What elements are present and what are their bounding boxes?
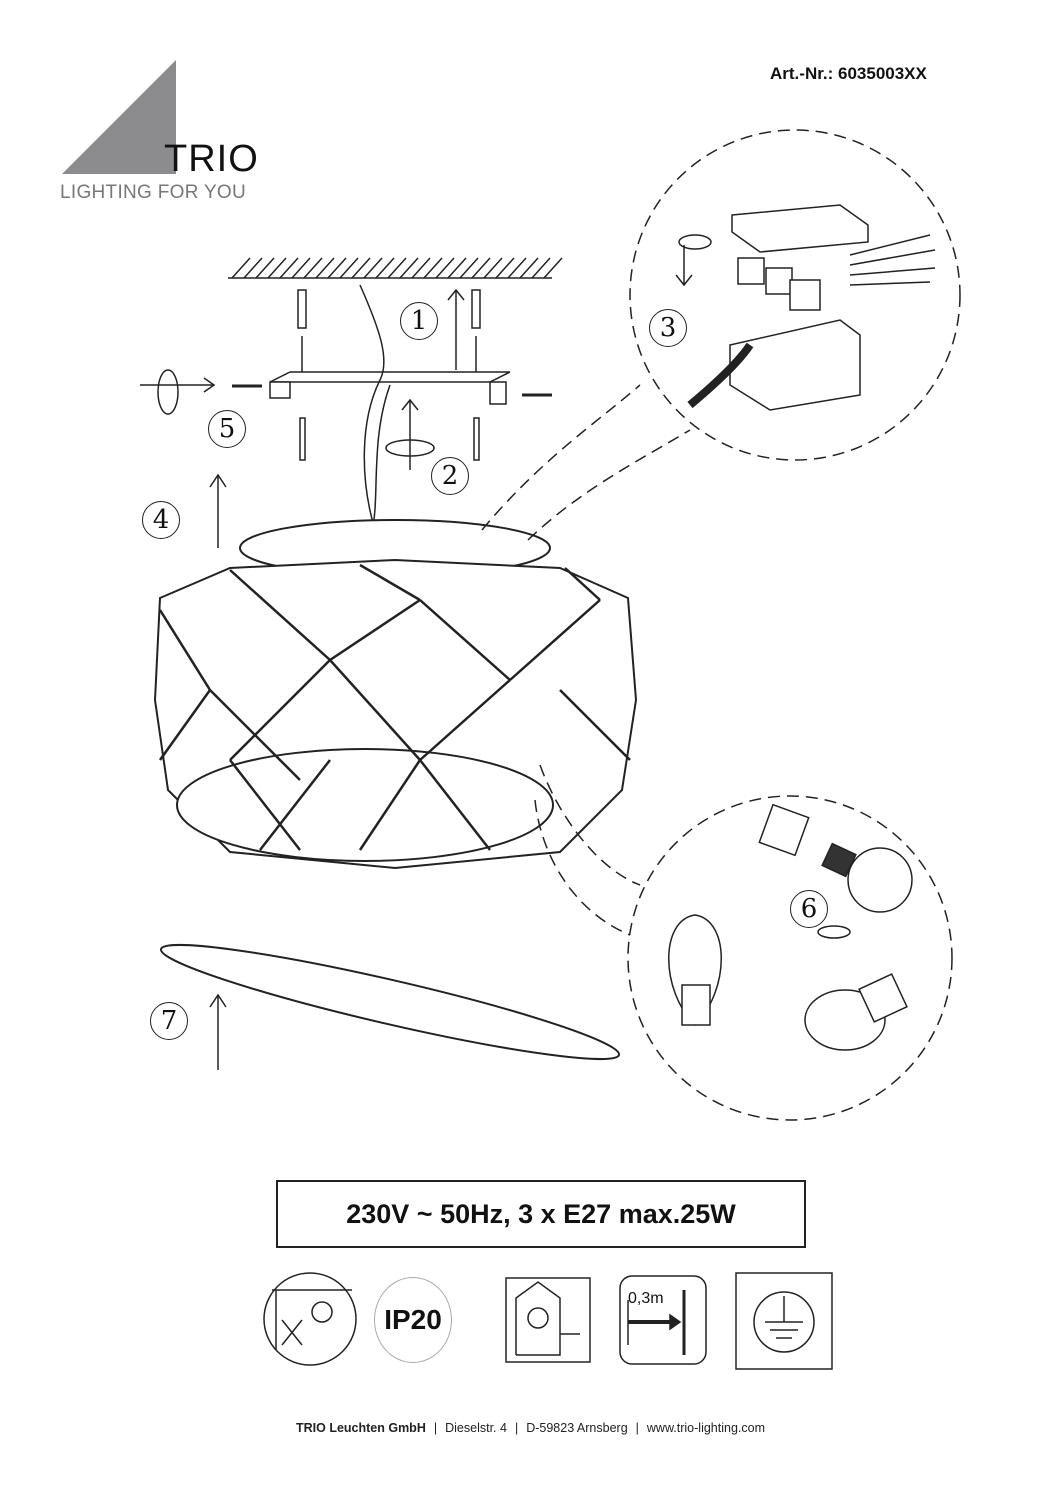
terminal-block bbox=[675, 204, 936, 411]
indoor-use-icon bbox=[505, 1277, 591, 1363]
shade-pattern-line bbox=[329, 659, 421, 761]
detail-circles bbox=[481, 129, 961, 1121]
shade-pattern-line bbox=[229, 569, 331, 661]
step-5: 5 bbox=[208, 410, 246, 448]
shade-pattern-line bbox=[419, 759, 491, 851]
distance-label: 0,3m bbox=[628, 1290, 664, 1307]
footer-separator: | bbox=[635, 1421, 639, 1435]
shade-pattern-line bbox=[209, 689, 301, 781]
ip-rating-icon: IP20 bbox=[374, 1277, 452, 1363]
shade-pattern-line bbox=[229, 659, 331, 761]
mounting-bracket bbox=[140, 369, 552, 415]
ceiling-hatch bbox=[228, 257, 563, 279]
shade-pattern-line bbox=[559, 689, 631, 761]
electrical-spec: 230V ~ 50Hz, 3 x E27 max.25W bbox=[276, 1180, 806, 1248]
footer-company: TRIO Leuchten GmbH bbox=[295, 1421, 426, 1435]
shade-pattern-line bbox=[359, 563, 421, 602]
footer-street: Dieselstr. 4 bbox=[445, 1421, 507, 1435]
shade-pattern-line bbox=[509, 599, 601, 681]
footer: TRIO Leuchten GmbH | Dieselstr. 4 | D-59823 … bbox=[0, 1421, 1061, 1435]
shade-pattern-line bbox=[419, 679, 511, 761]
footer-separator: | bbox=[514, 1421, 519, 1435]
shade-pattern-line bbox=[158, 689, 212, 761]
shade-pattern-line bbox=[259, 759, 331, 851]
shade-pattern-line bbox=[564, 567, 601, 601]
dowels-and-screws bbox=[209, 284, 481, 1070]
footer-website[interactable]: www.trio-lighting.com bbox=[646, 1421, 765, 1435]
shade-pattern-line bbox=[329, 598, 421, 662]
protective-earth-icon bbox=[735, 1272, 833, 1370]
no-covering-icon bbox=[263, 1272, 357, 1366]
step-2: 2 bbox=[431, 457, 469, 495]
shade-pattern-line bbox=[419, 599, 511, 681]
logo-brand: TRIO bbox=[164, 138, 259, 180]
step-6: 6 bbox=[790, 890, 828, 928]
min-distance-icon bbox=[619, 1275, 707, 1365]
shade-pattern-line bbox=[158, 609, 212, 691]
step-3: 3 bbox=[649, 309, 687, 347]
step-4: 4 bbox=[142, 501, 180, 539]
footer-separator: | bbox=[433, 1421, 438, 1435]
logo-triangle bbox=[62, 60, 176, 174]
safety-symbols bbox=[263, 1272, 833, 1370]
lamp-drum bbox=[153, 519, 638, 870]
footer-city: D-59823 Arnsberg bbox=[526, 1421, 628, 1435]
shade-pattern-line bbox=[229, 759, 301, 851]
step-1: 1 bbox=[400, 302, 438, 340]
article-number: Art.-Nr.: 6035003XX bbox=[770, 64, 927, 83]
shade-pattern-line bbox=[358, 759, 422, 851]
step-7: 7 bbox=[150, 1002, 188, 1040]
logo-tagline: LIGHTING FOR YOU bbox=[60, 182, 247, 203]
glass-diffuser bbox=[159, 943, 621, 1061]
bulbs bbox=[668, 803, 913, 1051]
